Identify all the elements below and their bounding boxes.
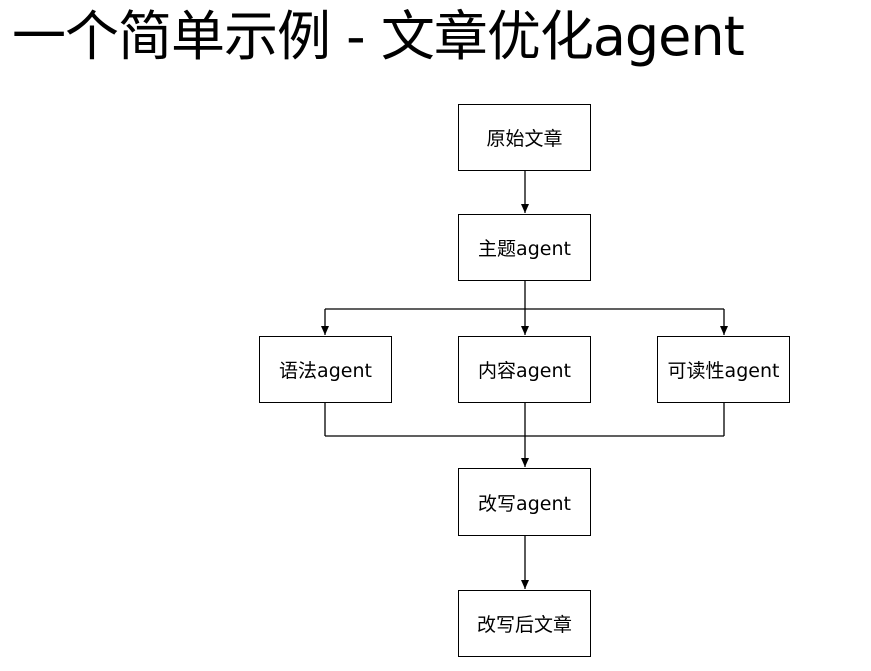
- node-label: 改写后文章: [476, 614, 572, 636]
- node-rewrite-agent: 改写agent: [458, 468, 591, 536]
- node-label: 改写agent: [478, 492, 571, 515]
- node-label: 原始文章: [486, 128, 563, 150]
- node-label: 主题agent: [478, 238, 571, 260]
- node-label: 语法agent: [279, 360, 372, 382]
- page-title: 一个简单示例 - 文章优化agent: [12, 5, 745, 68]
- node-readability-agent: 可读性agent: [657, 336, 790, 403]
- node-grammar-agent: 语法agent: [259, 336, 392, 403]
- node-topic-agent: 主题agent: [458, 214, 591, 281]
- node-rewritten-article: 改写后文章: [458, 590, 591, 657]
- node-label: 可读性agent: [667, 360, 780, 382]
- node-label: 内容agent: [478, 360, 571, 382]
- node-original-article: 原始文章: [458, 104, 591, 171]
- node-content-agent: 内容agent: [458, 336, 591, 403]
